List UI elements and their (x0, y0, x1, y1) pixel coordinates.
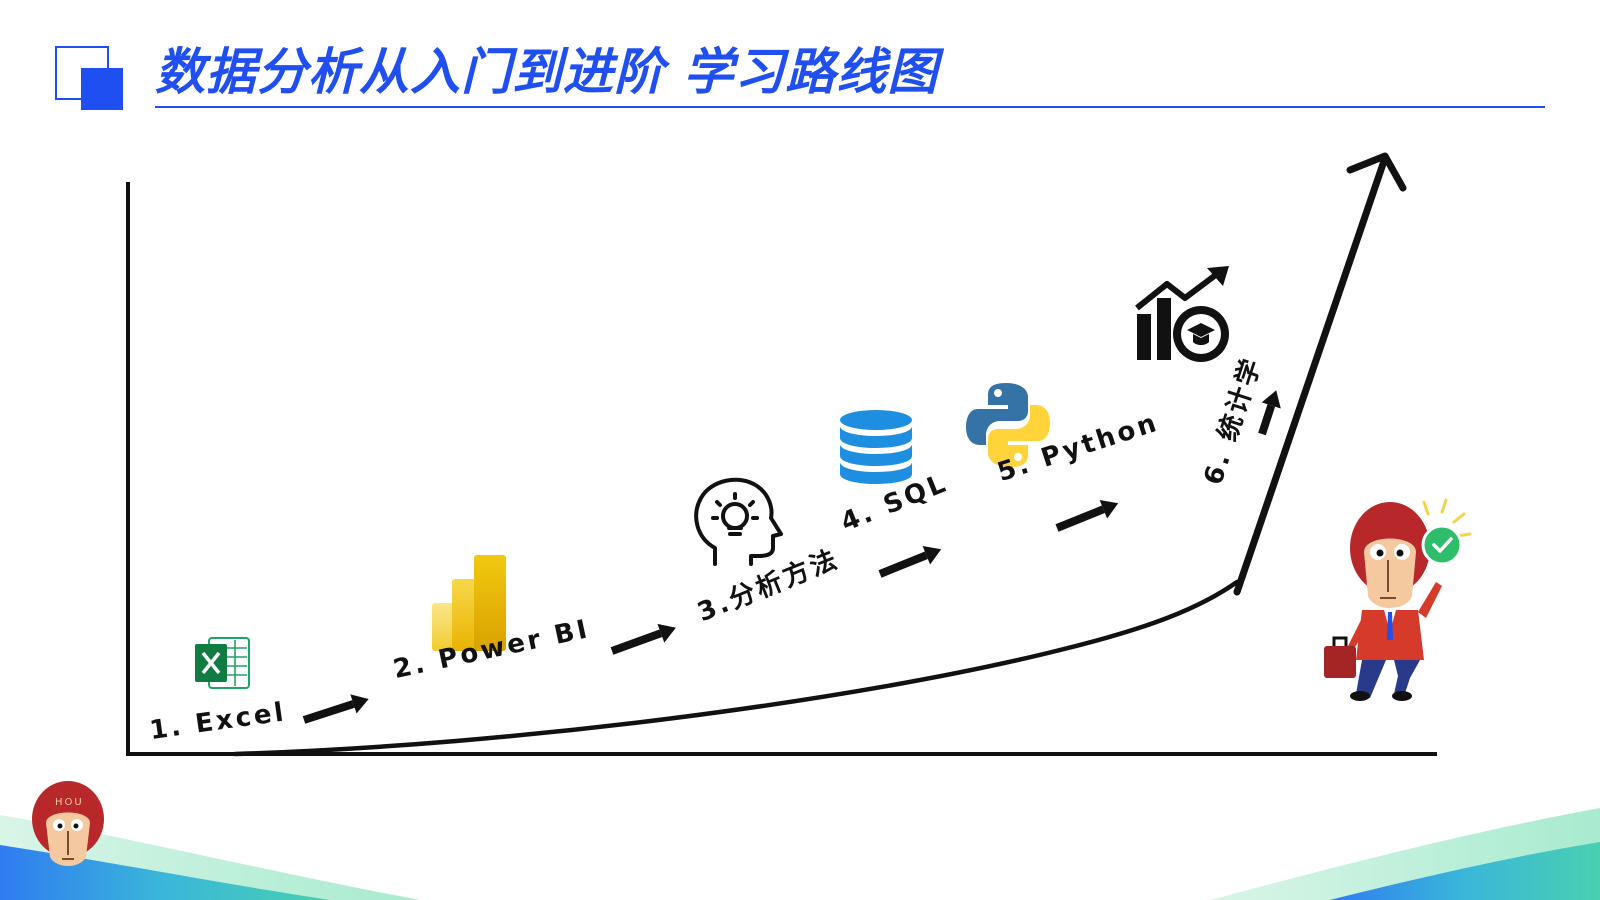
header-logo-squares (55, 46, 125, 112)
arrow-4-to-5 (1055, 499, 1119, 532)
arrow-1-to-2 (302, 694, 369, 724)
arrow-5-to-6 (1258, 390, 1281, 436)
logo-square-filled (81, 68, 123, 110)
step-arrows (302, 390, 1281, 724)
monkey-mascot-icon (1324, 498, 1472, 701)
growth-curve (232, 579, 1240, 757)
python-icon (966, 383, 1050, 467)
excel-icon (195, 637, 250, 689)
statistics-graduation-icon (1135, 266, 1229, 362)
arrow-2-to-3 (610, 623, 676, 655)
brain-lightbulb-icon (694, 477, 783, 566)
monkey-badge-icon (32, 781, 104, 866)
power-bi-icon (432, 555, 506, 651)
arrow-3-to-4 (878, 545, 942, 578)
mascot-badge-text: HOU (55, 797, 84, 808)
page-title: 数据分析从入门到进阶 学习路线图 (155, 43, 939, 101)
title-underline (155, 106, 1545, 108)
database-icon (840, 410, 912, 484)
bottom-right-wave (1210, 808, 1600, 900)
growth-arrow (1233, 152, 1407, 596)
chart-axes (126, 182, 1437, 756)
checkmark-icon (1421, 524, 1463, 566)
